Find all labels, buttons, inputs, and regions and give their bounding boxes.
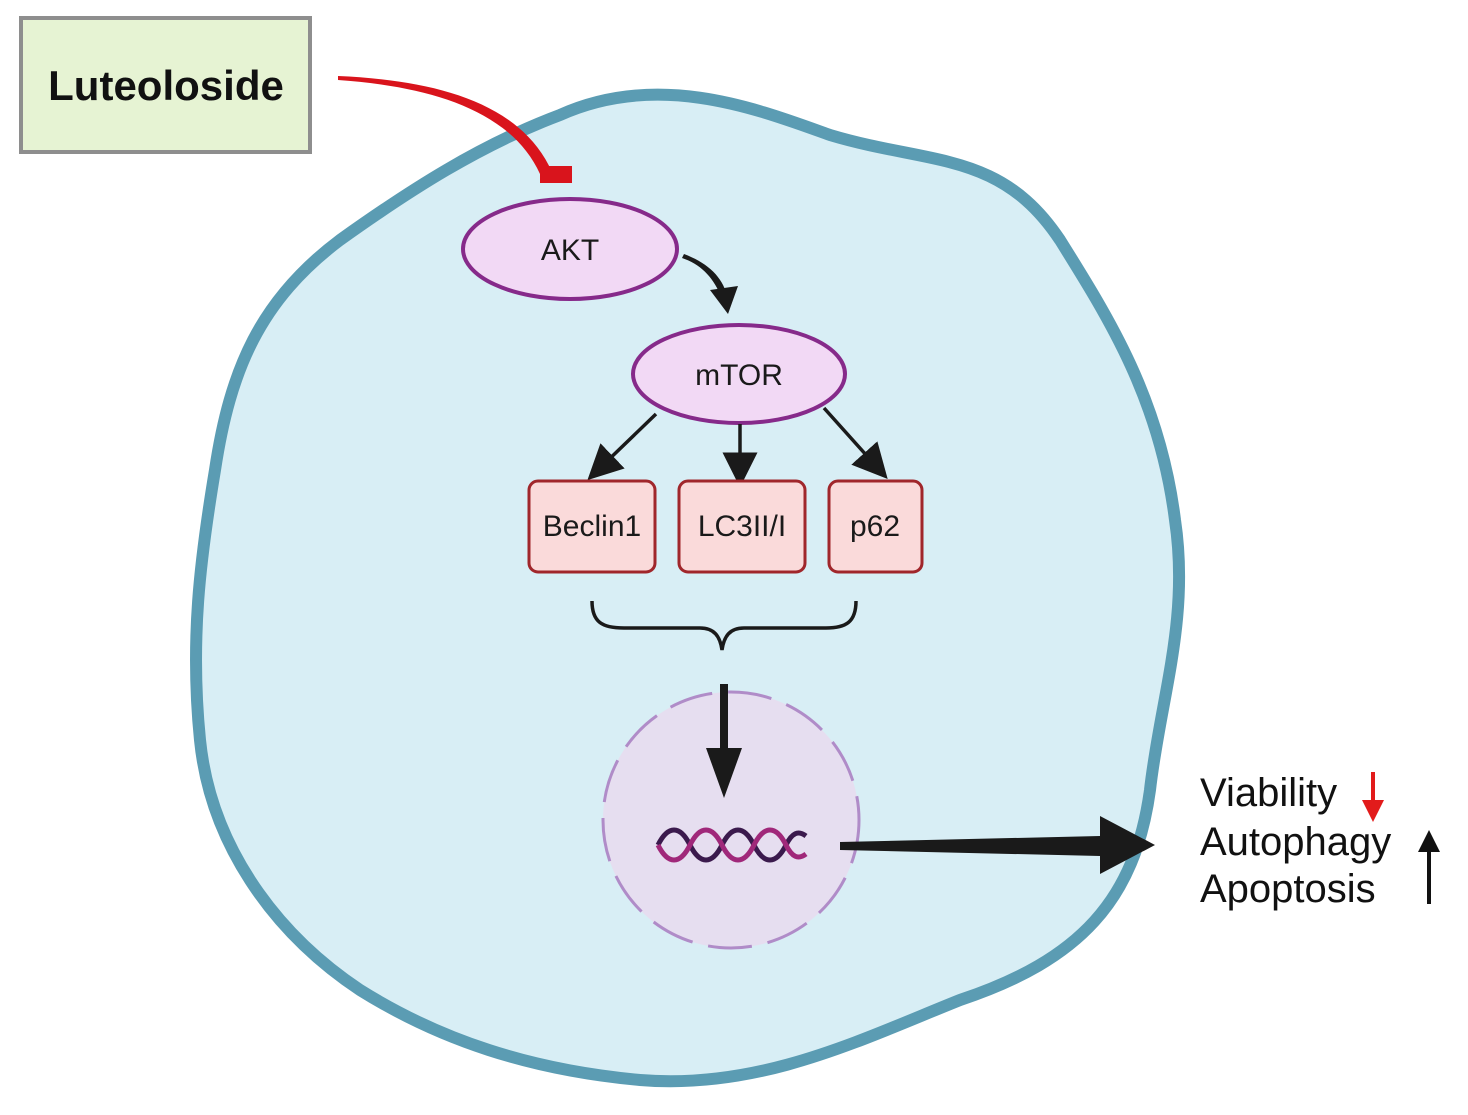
inhibition-bar (540, 166, 572, 183)
outcome-viability-label: Viability (1200, 771, 1337, 815)
output-arrow (840, 816, 1155, 874)
mtor-to-p62-arrow (822, 406, 888, 480)
mtor-to-beclin1-arrow (587, 412, 658, 481)
lc3-box (677, 479, 807, 574)
nucleus (601, 690, 861, 950)
beclin1-box (527, 479, 657, 574)
cell-membrane (189, 88, 1186, 1088)
brace-to-nucleus-arrowhead (706, 748, 742, 798)
increase-up-arrow-icon (1418, 830, 1440, 904)
grouping-brace (590, 600, 858, 651)
outcome-apoptosis-label: Apoptosis (1200, 867, 1376, 911)
luteoloside-box (19, 16, 312, 154)
mtor-label: mTOR (695, 359, 783, 392)
akt-label: AKT (541, 234, 599, 267)
inhibition-arrow (338, 76, 552, 174)
luteoloside-label: Luteoloside (48, 62, 284, 109)
beclin1-label: Beclin1 (543, 510, 641, 543)
akt-node (461, 197, 679, 301)
p62-box (827, 479, 924, 574)
akt-to-mtor-arrow (682, 254, 726, 294)
akt-to-mtor-arrowhead (710, 286, 738, 314)
lc3-label: LC3II/I (698, 510, 786, 543)
viability-down-arrow-icon (1362, 772, 1384, 822)
dna-icon (655, 827, 808, 863)
mtor-node (631, 323, 847, 425)
outcome-autophagy-label: Autophagy (1200, 820, 1391, 864)
p62-label: p62 (850, 510, 900, 543)
